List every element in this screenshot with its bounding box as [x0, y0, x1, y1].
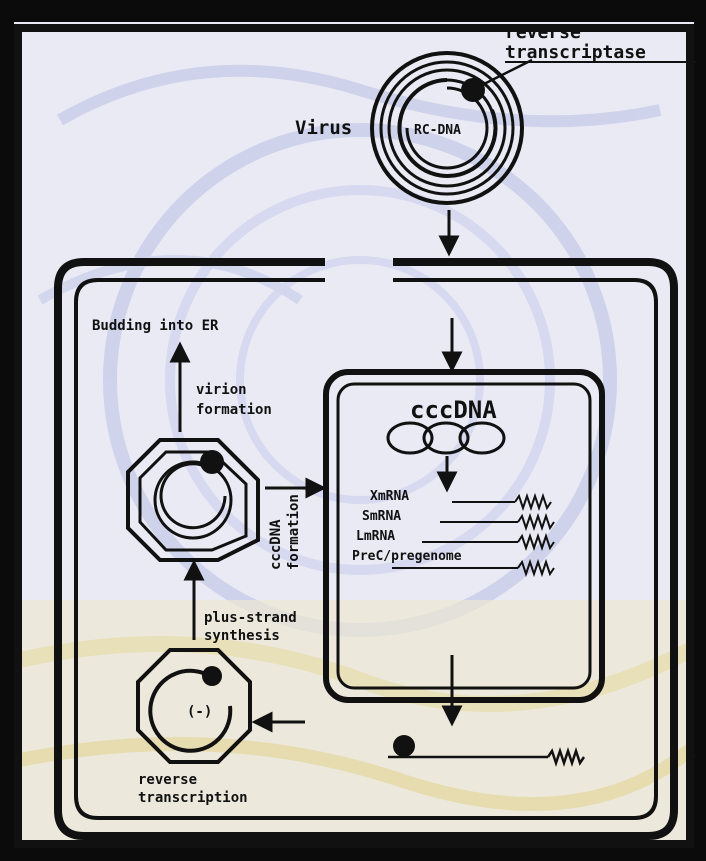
plus-strand-label-2: synthesis: [204, 628, 280, 644]
cccdna-title: cccDNA: [410, 396, 497, 424]
reverse-transcription-label-1: reverse: [138, 772, 197, 788]
budding-label: Budding into ER: [92, 318, 219, 334]
reverse-transcription-label-2: transcription: [138, 790, 248, 806]
virion-formation-label-2: formation: [196, 402, 272, 418]
cccdna-formation-label-2: formation: [286, 494, 302, 570]
virus-label: Virus: [295, 117, 352, 139]
xmrna-label: XmRNA: [370, 489, 409, 504]
reverse-transcriptase-dot: [461, 78, 485, 102]
prec-pregenome-label: PreC/pregenome: [352, 549, 462, 564]
smrna-label: SmRNA: [362, 509, 401, 524]
rc-dna-label: RC-DNA: [414, 123, 461, 138]
lmrna-label: LmRNA: [356, 529, 395, 544]
reverse-transcriptase-label-1: reverse: [505, 22, 581, 43]
reverse-transcriptase-label-2: transcriptase: [505, 42, 646, 63]
virion-formation-label-1: virion: [196, 382, 247, 398]
cccdna-formation-label-1: cccDNA: [268, 519, 284, 570]
minus-strand-label: (-): [187, 704, 212, 720]
plus-strand-label-1: plus-strand: [204, 610, 297, 626]
